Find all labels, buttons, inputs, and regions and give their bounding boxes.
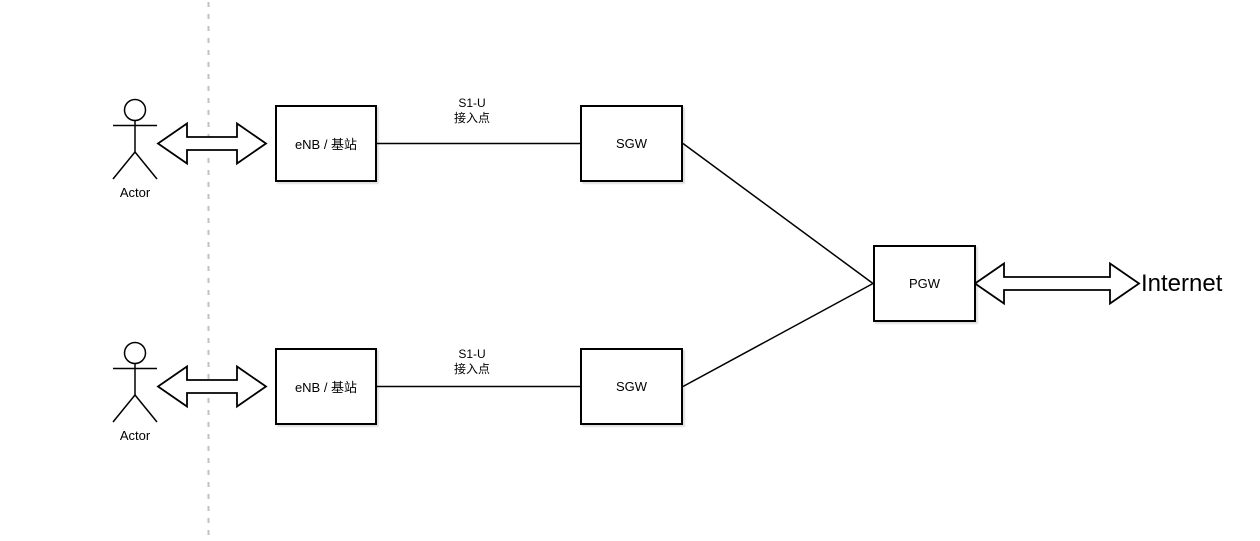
link-label-s1u-bottom: S1-U 接入点 (412, 347, 532, 377)
node-sgw-top-label: SGW (615, 136, 648, 151)
node-enb-top-label: eNB / 基站 (294, 137, 358, 152)
actor-top-head (123, 98, 147, 122)
node-enb-top: eNB / 基站 (275, 105, 377, 182)
link-sgw-bottom-pgw (682, 282, 874, 388)
actor-figure-bottom (112, 341, 158, 423)
link-label-s1u-bottom-line2: 接入点 (453, 362, 490, 376)
bidirectional-arrow-actor-top (156, 121, 268, 166)
actor-bottom-head (123, 341, 147, 365)
node-enb-bottom: eNB / 基站 (275, 348, 377, 425)
node-sgw-bottom-label: SGW (615, 379, 648, 394)
link-sgw-top-pgw (682, 142, 874, 285)
node-enb-bottom-label: eNB / 基站 (294, 380, 358, 395)
bidirectional-arrow-internet (973, 261, 1141, 306)
actor-bottom-right-leg (134, 394, 158, 423)
link-label-s1u-top: S1-U 接入点 (412, 96, 532, 126)
link-label-s1u-bottom-line1: S1-U (458, 347, 486, 361)
actor-figure-top (112, 98, 158, 180)
actor-top-label: Actor (119, 185, 151, 200)
link-label-s1u-top-line2: 接入点 (453, 111, 490, 125)
node-pgw: PGW (873, 245, 976, 322)
node-pgw-label: PGW (908, 276, 941, 291)
bidirectional-arrow-actor-bottom (156, 364, 268, 409)
node-sgw-bottom: SGW (580, 348, 683, 425)
node-sgw-top: SGW (580, 105, 683, 182)
actor-top-right-leg (134, 151, 158, 180)
link-label-s1u-top-line1: S1-U (458, 96, 486, 110)
internet-label: Internet (1141, 270, 1223, 297)
actor-top-left-leg (112, 151, 136, 180)
actor-bottom-label: Actor (119, 428, 151, 443)
actor-bottom-left-leg (112, 394, 136, 423)
